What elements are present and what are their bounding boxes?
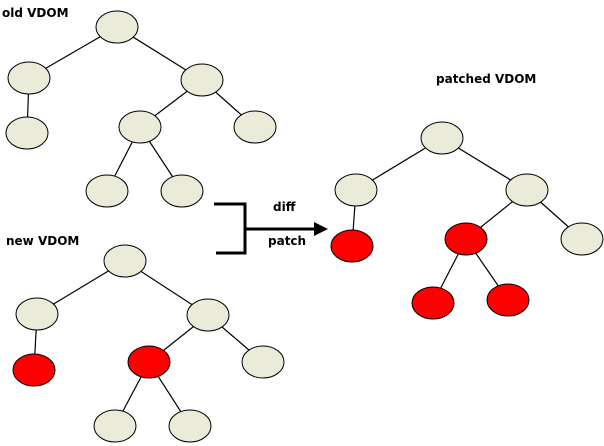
node-left-child-changed [330,229,374,263]
node-right [180,63,224,97]
node-right-left [118,110,162,144]
node-root [103,244,147,278]
arrow-head [314,222,328,236]
old-vdom-tree [5,10,277,208]
node-left [334,173,378,207]
old-vdom-label: old VDOM [2,6,69,20]
patched-vdom-tree [330,121,604,320]
node-left [15,297,59,331]
node-left-child [5,116,49,150]
node-right-left-changed [127,345,171,379]
node-right-left-left [85,174,129,208]
patched-vdom-label: patched VDOM [436,72,536,86]
patch-label: patch [268,234,306,248]
diff-patch-connector [214,202,328,255]
new-vdom-label: new VDOM [6,234,79,248]
new-vdom-tree [12,244,285,443]
vdom-trees [5,10,604,443]
node-left [7,61,51,95]
node-right-left-right [160,174,204,208]
node-right [505,173,549,207]
node-root [95,10,139,44]
node-right-right [560,222,604,256]
node-right-left-left-changed [411,286,455,320]
bracket [214,202,247,255]
node-right-left-left [93,409,137,443]
node-right-left-right [168,409,212,443]
diff-label: diff [273,200,296,214]
node-right-left-changed [444,222,488,256]
node-right-right [233,110,277,144]
node-right [186,298,230,332]
node-root [420,121,464,155]
node-right-left-right-changed [486,283,530,317]
node-right-right [241,345,285,379]
node-left-child-changed [12,353,56,387]
